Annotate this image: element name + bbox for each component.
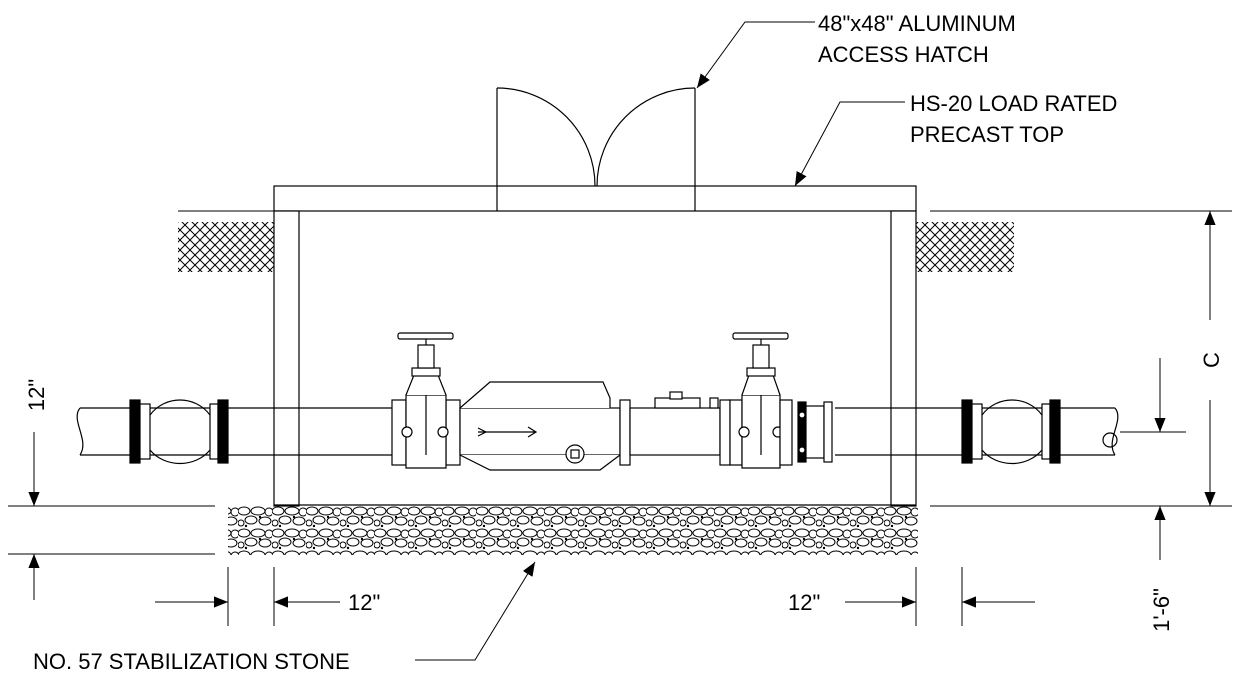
top-callout-line1: HS-20 LOAD RATED [910, 91, 1117, 116]
dimension-arrows [28, 211, 1216, 608]
gate-valve-left [391, 332, 461, 469]
flow-arrow-icon [477, 426, 538, 438]
dim-height-c: C [1199, 352, 1224, 368]
vault-left-wall [273, 210, 300, 507]
hatch-callout-line1: 48"x48" ALUMINUM [818, 11, 1016, 36]
hatch-door-left-swing [496, 87, 596, 187]
pipe-coupling-right [961, 399, 1061, 464]
precast-top-slab [273, 185, 917, 212]
meter-fitting [629, 391, 731, 466]
stabilization-stone-bed [228, 505, 918, 555]
access-hatch [496, 87, 696, 211]
dim-stone-depth: 1'-6" [1149, 588, 1174, 632]
water-meter [459, 381, 631, 471]
pipe-coupling-left [129, 399, 229, 464]
dim-stone-left: 12" [348, 590, 380, 615]
gate-valve-right [729, 332, 793, 469]
dim-pipe-depth: 12" [24, 379, 49, 411]
top-callout-line2: PRECAST TOP [910, 122, 1064, 147]
dim-stone-right: 12" [788, 590, 820, 615]
vault-right-wall [890, 210, 917, 507]
restraint-coupling [797, 401, 833, 463]
soil-hatch-right [916, 222, 1014, 272]
hatch-callout-line2: ACCESS HATCH [818, 42, 989, 67]
leader-lines [415, 21, 905, 661]
pipeline [76, 332, 1119, 471]
soil-hatch-left [178, 210, 274, 272]
stone-callout: NO. 57 STABILIZATION STONE [33, 649, 350, 674]
precast-vault [273, 185, 917, 507]
hatch-door-right-swing [596, 87, 696, 187]
